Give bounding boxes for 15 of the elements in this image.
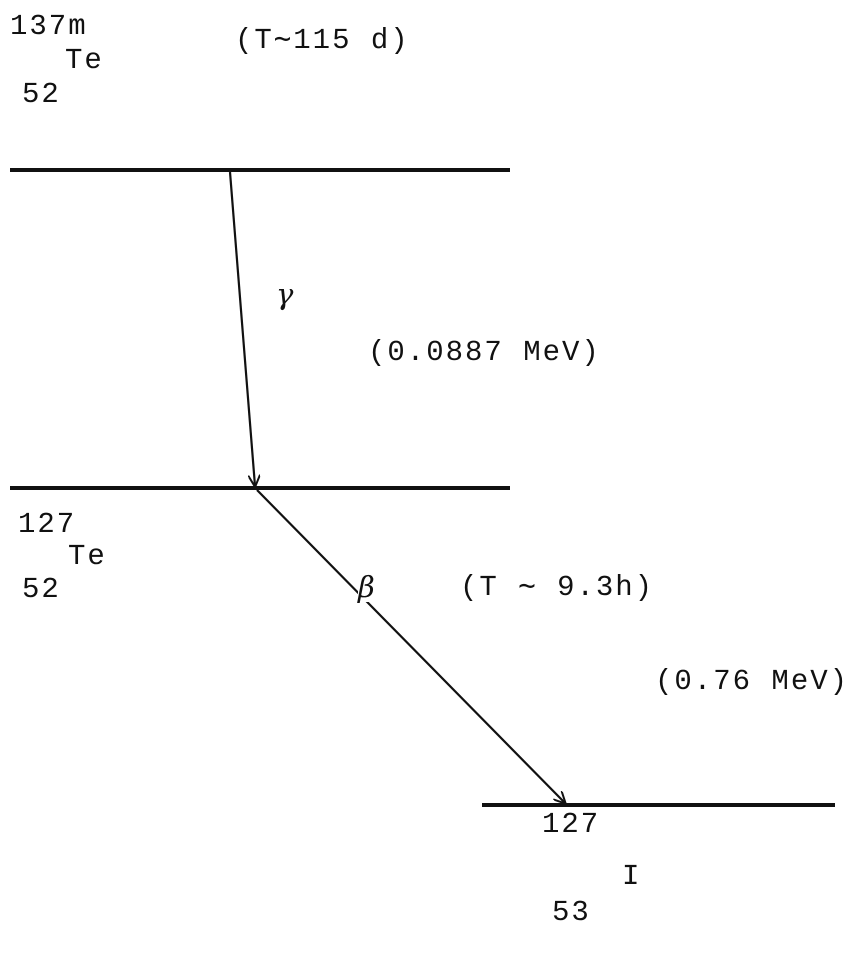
note-text: (0.0887 MeV) [368, 338, 601, 367]
level-label: 137m [10, 12, 88, 41]
decay-arrow [256, 489, 567, 805]
level-label: (T∼115 d) [235, 26, 410, 55]
level-label: Te [65, 46, 104, 75]
note-text: (T ∼ 9.3h) [460, 573, 654, 602]
level-label: 52 [22, 80, 61, 109]
note-text: (0.76 MeV) [655, 667, 850, 696]
decay-arrow [228, 172, 262, 488]
level-label: 53 [552, 898, 591, 927]
level-label: 52 [22, 575, 61, 604]
level-label: 127 [18, 510, 76, 539]
level-label: Te [68, 542, 107, 571]
level-label: 127 [542, 810, 600, 839]
level-label: I [622, 862, 642, 891]
